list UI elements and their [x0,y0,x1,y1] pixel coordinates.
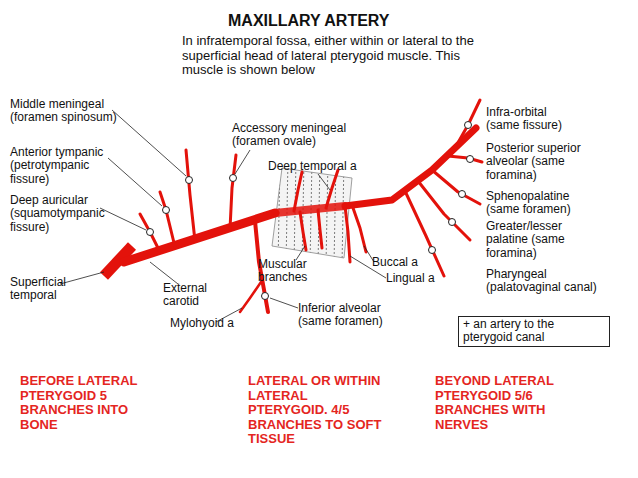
vessel-label: External carotid [163,282,223,309]
artery-branch [432,170,480,204]
branch-label: Pharyngeal (palatovaginal canal) [486,268,606,295]
branch-label: Mylohyoid a [170,317,250,330]
branch-label: Deep temporal a [268,160,378,173]
note-box: + an artery to the pterygoid canal [458,316,610,347]
leader-line [108,158,162,206]
note-text: + an artery to the pterygoid canal [463,318,605,345]
branch-label: Greater/lesser palatine (same foramina) [486,220,586,260]
muscle-fibre [342,160,344,265]
artery-branch [300,212,306,250]
diagram-title: MAXILLARY ARTERY [228,12,389,30]
leader-line [100,208,146,230]
branch-label: Middle meningeal (foramen spinosum) [10,98,128,125]
artery-trunk [124,213,275,262]
artery-trunk [275,206,345,213]
artery-branch [294,172,302,211]
artery-branch [230,155,236,229]
branch-label: Posterior superior alveolar (same forami… [486,142,590,182]
leader-line [60,272,104,284]
branch-label: Buccal a [372,256,442,269]
branch-label: Deep auricular (squamotympanic fissure) [10,194,116,234]
section-note: BEFORE LATERAL PTERYGOID 5 BRANCHES INTO… [20,374,150,432]
branch-label: Infra-orbital (same fissure) [486,106,578,133]
branch-label: Lingual a [386,272,456,285]
artery-branch [345,206,350,262]
leader-line [235,150,250,174]
branch-label: Inferior alveolar (same foramen) [298,302,403,329]
artery-branch [140,214,160,252]
foramen-marker [429,247,436,254]
branch-label: Muscular branches [258,258,318,285]
leader-line [150,262,178,284]
foramen-marker [262,293,269,300]
foramen-marker [449,219,456,226]
section-note: BEYOND LATERAL PTERYGOID 5/6 BRANCHES WI… [435,374,565,432]
artery-branch [352,205,366,252]
foramen-marker [186,177,193,184]
foramen-marker [459,191,466,198]
artery-branch [186,150,195,241]
section-note: LATERAL OR WITHIN LATERAL PTERYGOID. 4/5… [248,374,388,447]
artery-branch [326,170,338,208]
artery-branch [240,282,261,312]
artery-branch [318,210,322,248]
subtitle-note: In infratemporal fossa, either within or… [182,34,482,78]
branch-label: Accessory meningeal (foramen ovale) [232,122,360,149]
foramen-marker [147,229,154,236]
artery-trunk [345,128,476,206]
branch-label: Sphenopalatine (same foramen) [486,190,586,217]
foramen-marker [230,175,237,182]
foramen-marker [465,122,472,129]
leader-line [318,174,330,190]
foramen-marker [467,156,474,163]
vessel-label: Superficial temporal [10,276,90,303]
branch-label: Anterior tympanic (petrotympanic fissure… [10,146,120,186]
artery-branch [160,192,175,247]
muscle-fibre [326,160,328,265]
artery-branch [418,181,470,240]
artery-branch [448,156,482,162]
leader-line [112,110,186,176]
foramen-marker [163,207,170,214]
leader-line [270,298,298,308]
artery-branch [455,100,480,148]
